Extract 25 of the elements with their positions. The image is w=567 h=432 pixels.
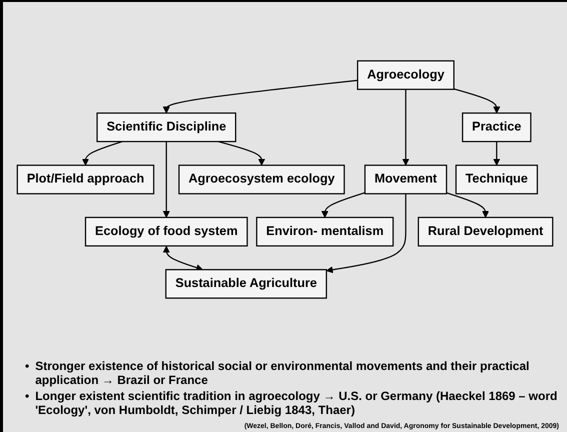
node-box: Agroecology [357,60,454,90]
node-box: Rural Development [418,216,554,247]
arrow [162,246,203,271]
node-box: Movement [364,164,448,194]
arrow [493,142,500,166]
node-box: Environ- mentalism [256,216,394,247]
arrow [82,140,122,166]
node-box: Technique [455,164,538,194]
node-box: Sustainable Agriculture [165,269,327,299]
node-box: Scientific Discipline [96,112,236,142]
arrow [162,80,358,114]
bullet-marker: • [25,359,30,375]
arrow [326,194,406,274]
bullet-text: Stronger existence of historical social or environmental movements and their practical application → Brazil or France [35,359,530,387]
bullet-marker: • [25,389,30,405]
node-box: Ecology of food system [84,216,248,247]
bullet-text: Longer existent scientific tradition in agroecology → U.S. or Germany (Haeckel 1869 – word 'Ecology', von Humboldt, Schimper / Liebig 1843, Thaer) [35,389,558,417]
node-box: Agroecosystem ecology [178,164,345,194]
arrow [454,88,500,114]
arrow [321,192,366,218]
arrow [446,192,490,218]
arrow [402,89,410,166]
arrow [162,142,170,218]
node-box: Practice [462,112,532,142]
node-box: Plot/Field approach [16,164,154,194]
